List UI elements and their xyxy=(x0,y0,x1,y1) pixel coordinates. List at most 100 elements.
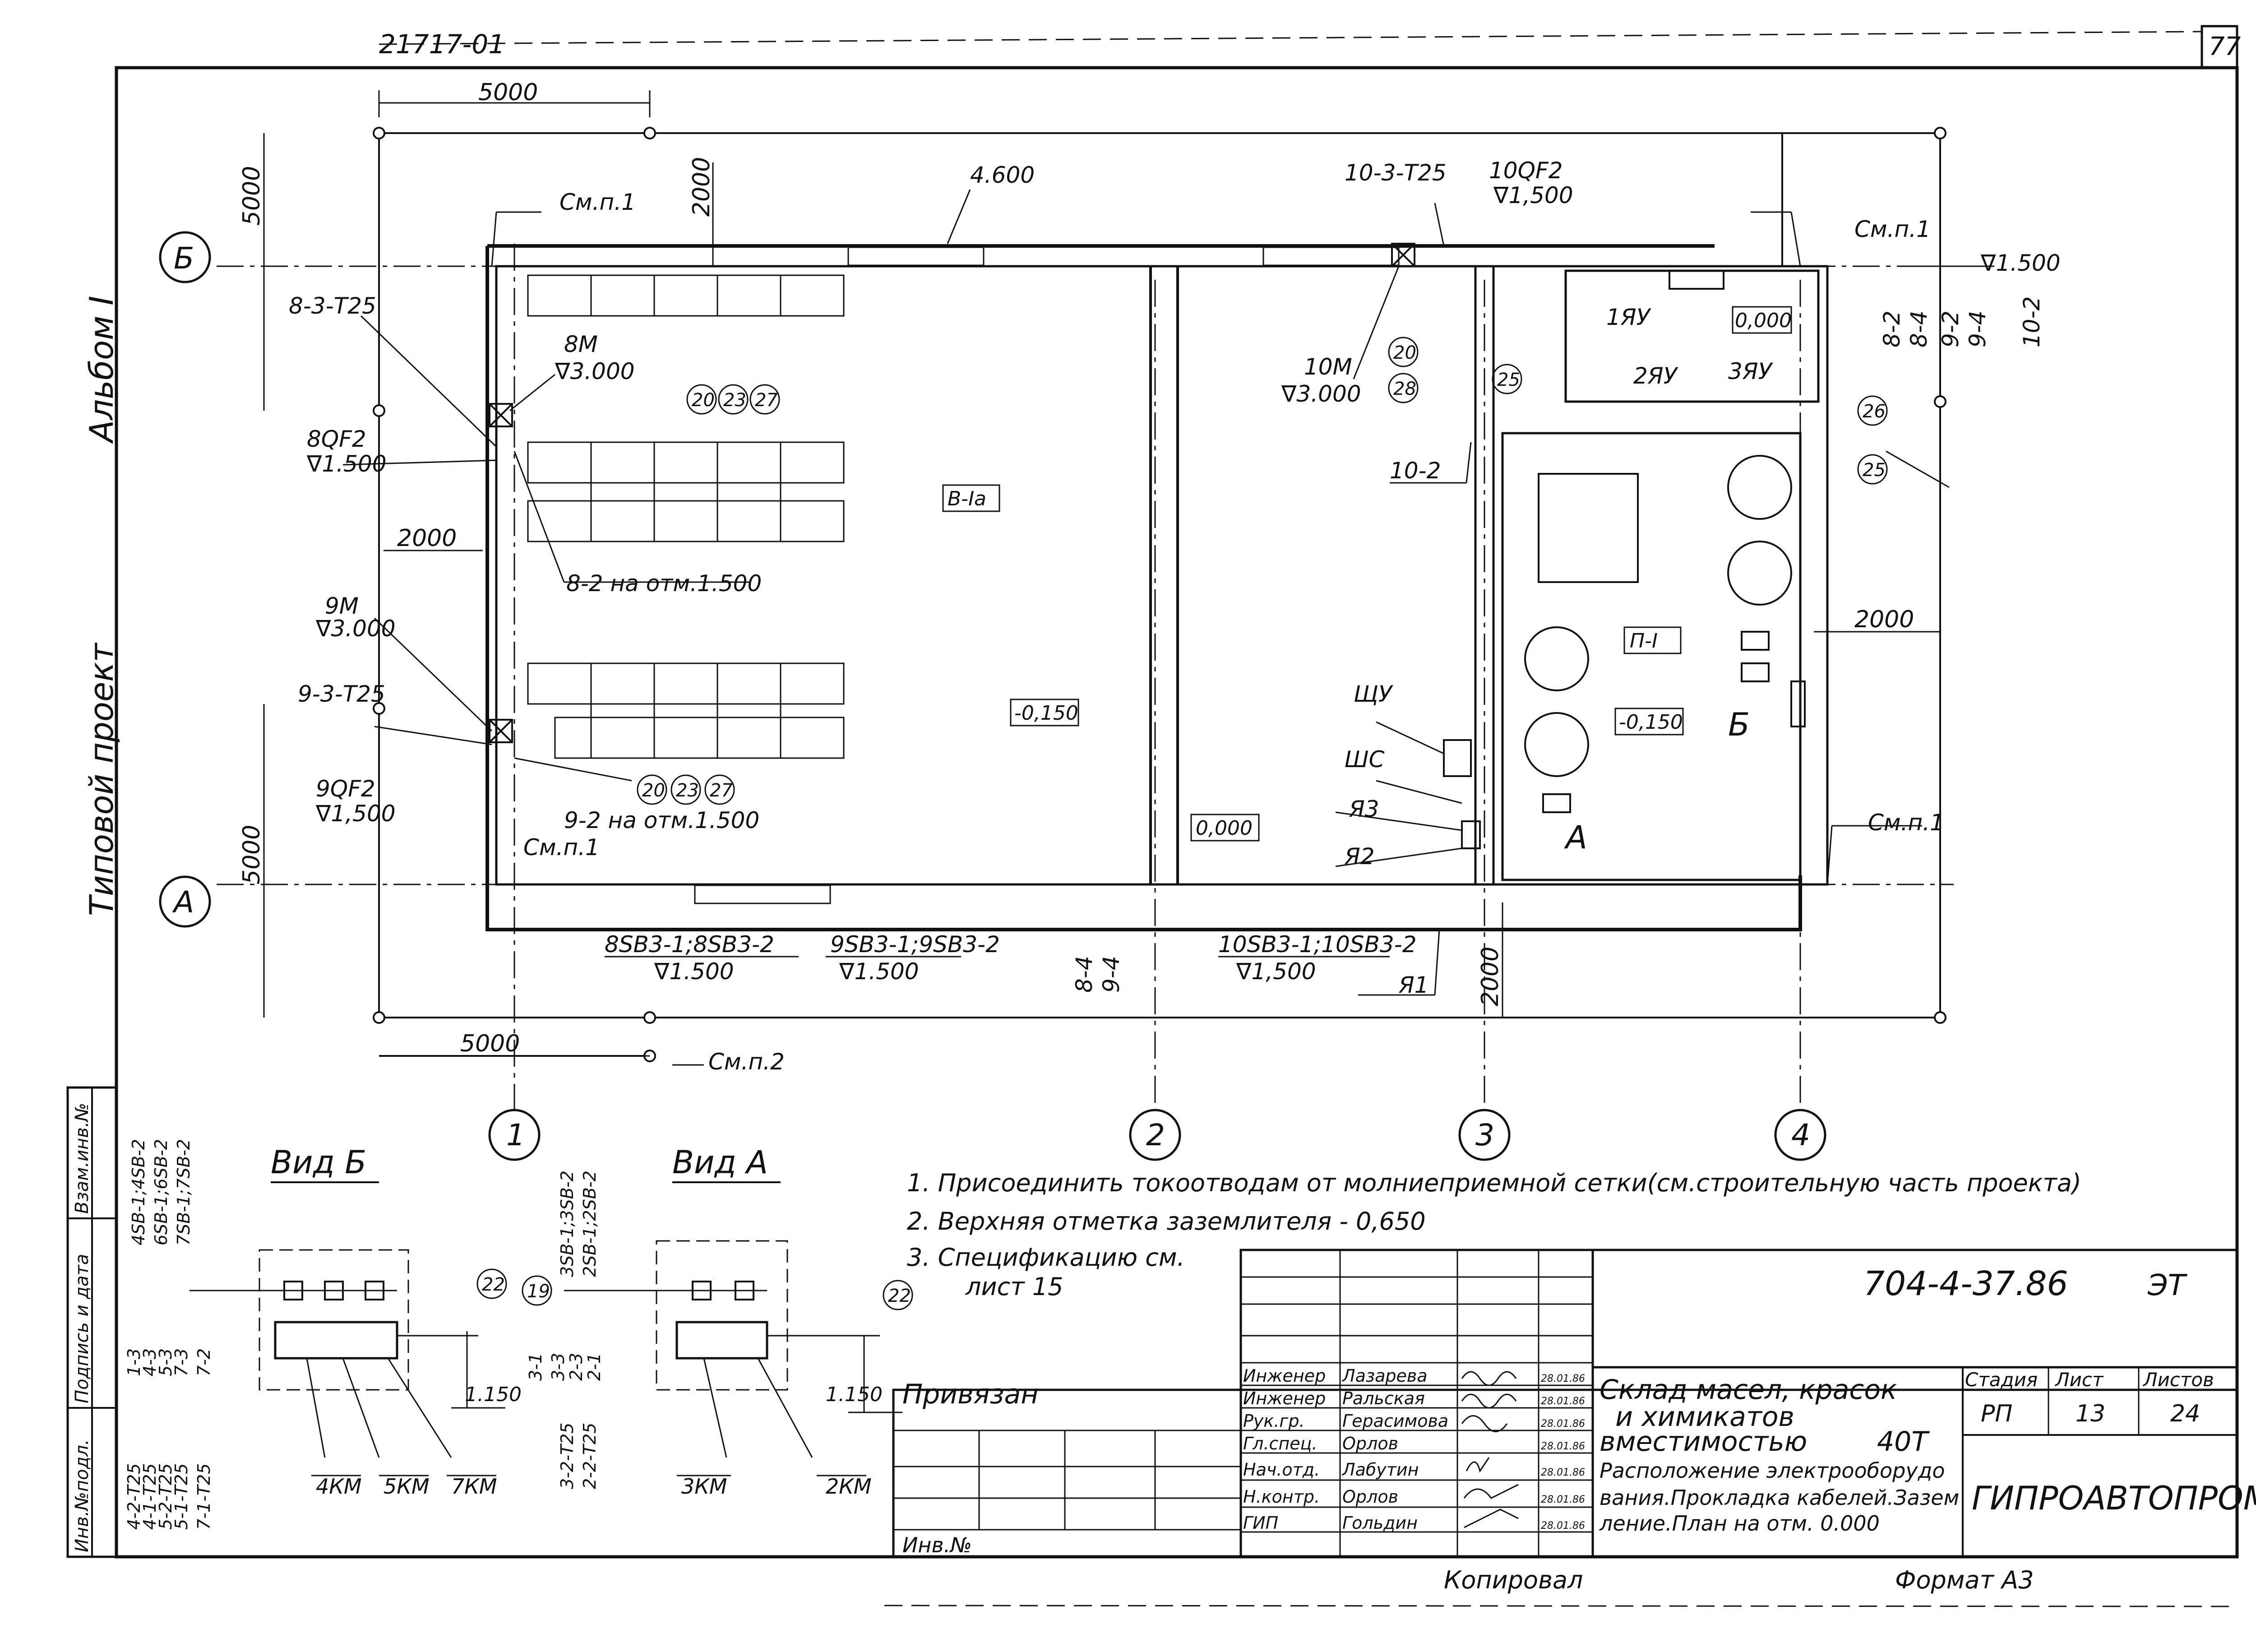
svg-text:1.150: 1.150 xyxy=(826,1383,883,1406)
label-shs: ШС xyxy=(1345,746,1384,773)
svg-text:28.01.86: 28.01.86 xyxy=(1541,1373,1585,1384)
stamp-org: ГИПРОАВТОПРОМ xyxy=(1972,1479,2256,1517)
svg-text:4: 4 xyxy=(1791,1118,1810,1152)
svg-text:4-3: 4-3 xyxy=(140,1348,160,1376)
label-9-4-bot: 9-4 xyxy=(1098,956,1124,993)
label-10m-level: ∇3.000 xyxy=(1281,381,1361,407)
windows xyxy=(694,246,1400,904)
dim-5000-bot: 5000 xyxy=(460,1030,520,1057)
svg-text:Лазарева: Лазарева xyxy=(1341,1366,1428,1386)
svg-text:Герасимова: Герасимова xyxy=(1342,1411,1448,1431)
note-3: 3. Спецификацию см. xyxy=(907,1243,1185,1272)
label-10m: 10М xyxy=(1304,354,1352,380)
svg-text:Инженер: Инженер xyxy=(1243,1388,1326,1408)
smp1-top-right: См.п.1 xyxy=(1854,216,1931,242)
svg-text:7-2: 7-2 xyxy=(194,1348,214,1376)
svg-text:5-3: 5-3 xyxy=(156,1348,176,1376)
label-9-2-right: 9-2 xyxy=(1937,310,1964,347)
svg-text:27: 27 xyxy=(755,390,778,411)
label-view-a: А xyxy=(1564,819,1587,856)
svg-text:2-3: 2-3 xyxy=(566,1353,586,1381)
svg-text:Ральская: Ральская xyxy=(1342,1388,1425,1408)
axis-bubble-b: Б xyxy=(159,231,211,283)
label-8-4-bot: 8-4 xyxy=(1071,956,1097,993)
svg-text:Н.контр.: Н.контр. xyxy=(1243,1487,1320,1507)
svg-text:2SB-1;2SB-2: 2SB-1;2SB-2 xyxy=(580,1171,600,1277)
svg-text:Нач.отд.: Нач.отд. xyxy=(1243,1460,1320,1480)
svg-text:А: А xyxy=(172,885,194,920)
project-type-label: Типовой проект xyxy=(83,642,120,916)
svg-text:19: 19 xyxy=(527,1281,550,1302)
svg-text:5-2-Т25: 5-2-Т25 xyxy=(156,1463,176,1530)
svg-text:3-2-Т25: 3-2-Т25 xyxy=(557,1423,577,1489)
svg-text:3SB-1;3SB-2: 3SB-1;3SB-2 xyxy=(557,1171,577,1277)
label-10sb-level: ∇1,500 xyxy=(1236,958,1316,985)
svg-text:23: 23 xyxy=(723,390,746,411)
level-m150-a: -0,150 xyxy=(1014,702,1078,725)
axis-bubble-1: 1 xyxy=(488,1109,541,1161)
svg-text:Стадия: Стадия xyxy=(1965,1369,2038,1391)
svg-text:ление.План на отм. 0.000: ление.План на отм. 0.000 xyxy=(1599,1511,1880,1536)
label-9sb: 9SB3-1;9SB3-2 xyxy=(830,931,1000,958)
label-ya2: Я2 xyxy=(1344,843,1375,870)
label-9m: 9М xyxy=(325,593,359,619)
svg-text:40Т: 40Т xyxy=(1877,1426,1930,1458)
svg-text:13: 13 xyxy=(2076,1400,2105,1427)
inv-podl-label: Инв.№подл. xyxy=(72,1439,92,1552)
title-block xyxy=(892,1249,2238,1558)
stamp-code-suffix: ЭТ xyxy=(2147,1269,2188,1302)
svg-text:7КМ: 7КМ xyxy=(451,1474,497,1499)
svg-text:1.150: 1.150 xyxy=(465,1383,522,1406)
label-9m-level: ∇3.000 xyxy=(315,615,396,642)
dim-2000-right: 2000 xyxy=(1854,606,1914,633)
axis-bubble-2: 2 xyxy=(1129,1109,1181,1161)
svg-text:25: 25 xyxy=(1863,460,1886,481)
label-8qf2-level: ∇1.500 xyxy=(306,451,387,477)
svg-text:3КМ: 3КМ xyxy=(681,1474,727,1499)
svg-text:вания.Прокладка кабелей.Зазем: вания.Прокладка кабелей.Зазем xyxy=(1600,1485,1959,1510)
smp1-bot-right: См.п.1 xyxy=(1868,810,1944,836)
stamp-sheet-info: Стадия Лист Листов РП 13 24 xyxy=(1965,1369,2214,1427)
label-9-4-right: 9-4 xyxy=(1965,310,1991,347)
label-8m-level: ∇3.000 xyxy=(555,358,635,384)
label-10qf2-level: ∇1,500 xyxy=(1493,182,1573,208)
label-8-3-t25: 8-3-Т25 xyxy=(289,293,376,319)
label-9sb-level: ∇1.500 xyxy=(839,958,919,985)
svg-text:26: 26 xyxy=(1863,401,1886,422)
doc-top-number: 21717-01 xyxy=(379,29,505,60)
svg-text:Рук.гр.: Рук.гр. xyxy=(1243,1411,1305,1431)
svg-text:2-1: 2-1 xyxy=(584,1353,604,1381)
label-8-2: 8-2 на отм.1.500 xyxy=(566,570,762,597)
axis-bubble-3: 3 xyxy=(1458,1109,1511,1161)
storage-racks xyxy=(527,274,845,759)
svg-text:РП: РП xyxy=(1981,1400,2012,1427)
svg-text:1: 1 xyxy=(506,1118,525,1152)
stamp-copied: Копировал xyxy=(1444,1566,1583,1594)
callouts: 20 23 27 20 23 27 20 28 25 26 25 xyxy=(637,337,1888,805)
room-b1a: В-Iа xyxy=(948,487,986,510)
dim-5000-left-bot: 5000 xyxy=(238,825,265,884)
level-m150-b: -0,150 xyxy=(1619,711,1683,734)
notes: 1. Присоединить токоотводам от молниепри… xyxy=(907,1169,2081,1301)
label-10sb: 10SB3-1;10SB3-2 xyxy=(1218,931,1417,958)
room-p1: П-I xyxy=(1630,629,1658,652)
label-shu: ЩУ xyxy=(1354,681,1394,707)
room-tags: В-Iа П-I -0,150 -0,150 0,000 0,000 xyxy=(942,306,1792,842)
dim-5000-top: 5000 xyxy=(478,79,538,106)
label-8qf2: 8QF2 xyxy=(307,426,366,452)
label-10-2-right: 10-2 xyxy=(2019,296,2045,347)
building-walls xyxy=(485,244,1829,931)
svg-text:Орлов: Орлов xyxy=(1342,1434,1398,1453)
svg-text:3-1: 3-1 xyxy=(526,1353,546,1381)
label-8m: 8М xyxy=(564,331,598,357)
svg-text:7SB-1;7SB-2: 7SB-1;7SB-2 xyxy=(174,1139,194,1245)
svg-text:1-3: 1-3 xyxy=(124,1348,144,1376)
stamp-inv: Инв.№ xyxy=(902,1533,972,1557)
svg-text:4-1-Т25: 4-1-Т25 xyxy=(140,1463,160,1530)
svg-text:4-2-Т25: 4-2-Т25 xyxy=(124,1463,144,1530)
label-10-2: 10-2 xyxy=(1390,458,1441,484)
svg-text:Склад масел, красок: Склад масел, красок xyxy=(1600,1374,1897,1406)
svg-text:28: 28 xyxy=(1393,379,1416,399)
stamp-description: Расположение электрооборудо вания.Прокла… xyxy=(1599,1458,1959,1536)
